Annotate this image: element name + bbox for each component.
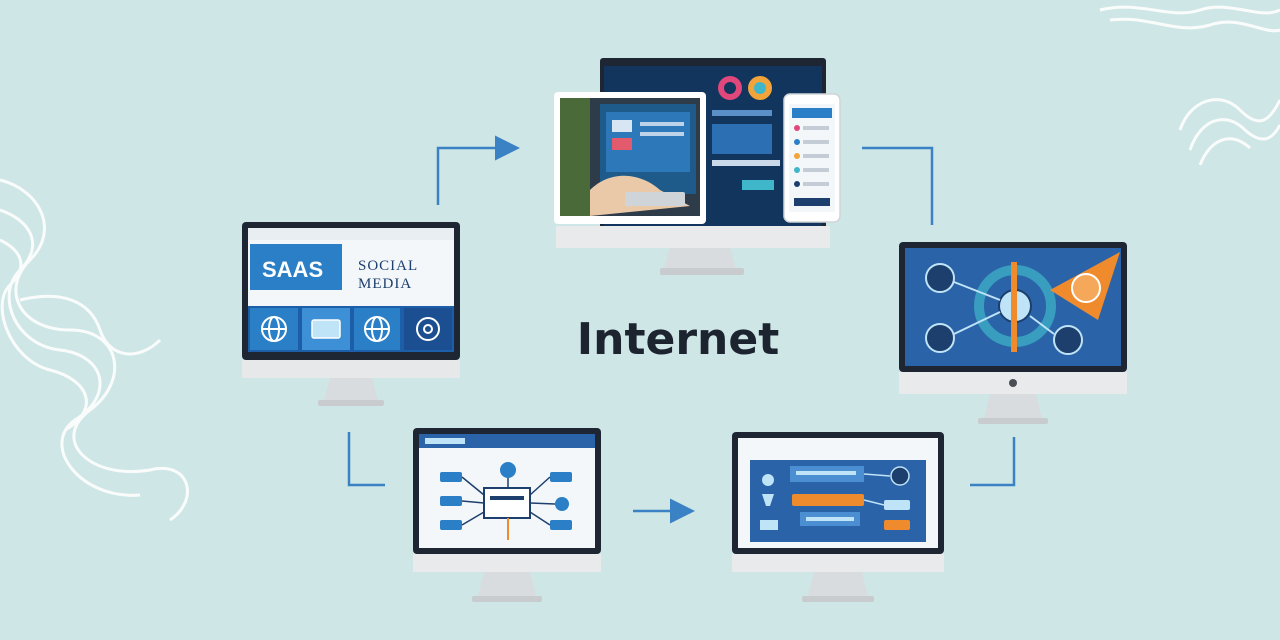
connector-top-right-elbow — [862, 146, 934, 225]
monitor-network — [899, 242, 1127, 424]
refresh-icon — [416, 317, 440, 341]
monitor-flowchart-left — [413, 428, 601, 602]
connector-left-bottom-elbow — [347, 432, 385, 487]
monitor-neck — [808, 572, 868, 596]
monitor-base — [978, 418, 1048, 424]
saas-label: SAAS — [262, 257, 323, 282]
connector-right-down-elbow — [970, 437, 1016, 487]
monitor-chin — [413, 554, 601, 572]
center-title: Internet — [577, 314, 779, 365]
monitor-base — [802, 596, 874, 602]
monitor-base — [472, 596, 542, 602]
media-label: MEDIA — [358, 276, 412, 292]
connector-top-left-arrow — [436, 135, 520, 205]
monitor-chin — [242, 360, 460, 378]
monitor-chin — [732, 554, 944, 572]
monitor-base — [660, 268, 744, 275]
card-icon — [311, 319, 341, 339]
monitor-chin — [556, 226, 830, 248]
globe-icon — [364, 316, 390, 342]
monitor-base — [318, 400, 384, 406]
monitor-neck — [478, 572, 536, 596]
saas-banner — [250, 244, 342, 290]
social-label: SOCIAL — [358, 258, 418, 274]
decorative-squiggle-left — [0, 178, 189, 522]
monitor-flowchart-right — [732, 432, 944, 602]
power-button — [1009, 379, 1017, 387]
monitor-neck — [664, 248, 736, 268]
monitor-neck — [984, 394, 1042, 418]
monitor-saas: SAAS SOCIAL MEDIA — [242, 222, 460, 406]
globe-icon — [261, 316, 287, 342]
monitor-neck — [324, 378, 378, 400]
decorative-squiggle-right — [1099, 5, 1280, 166]
monitor-dashboard — [554, 58, 841, 275]
